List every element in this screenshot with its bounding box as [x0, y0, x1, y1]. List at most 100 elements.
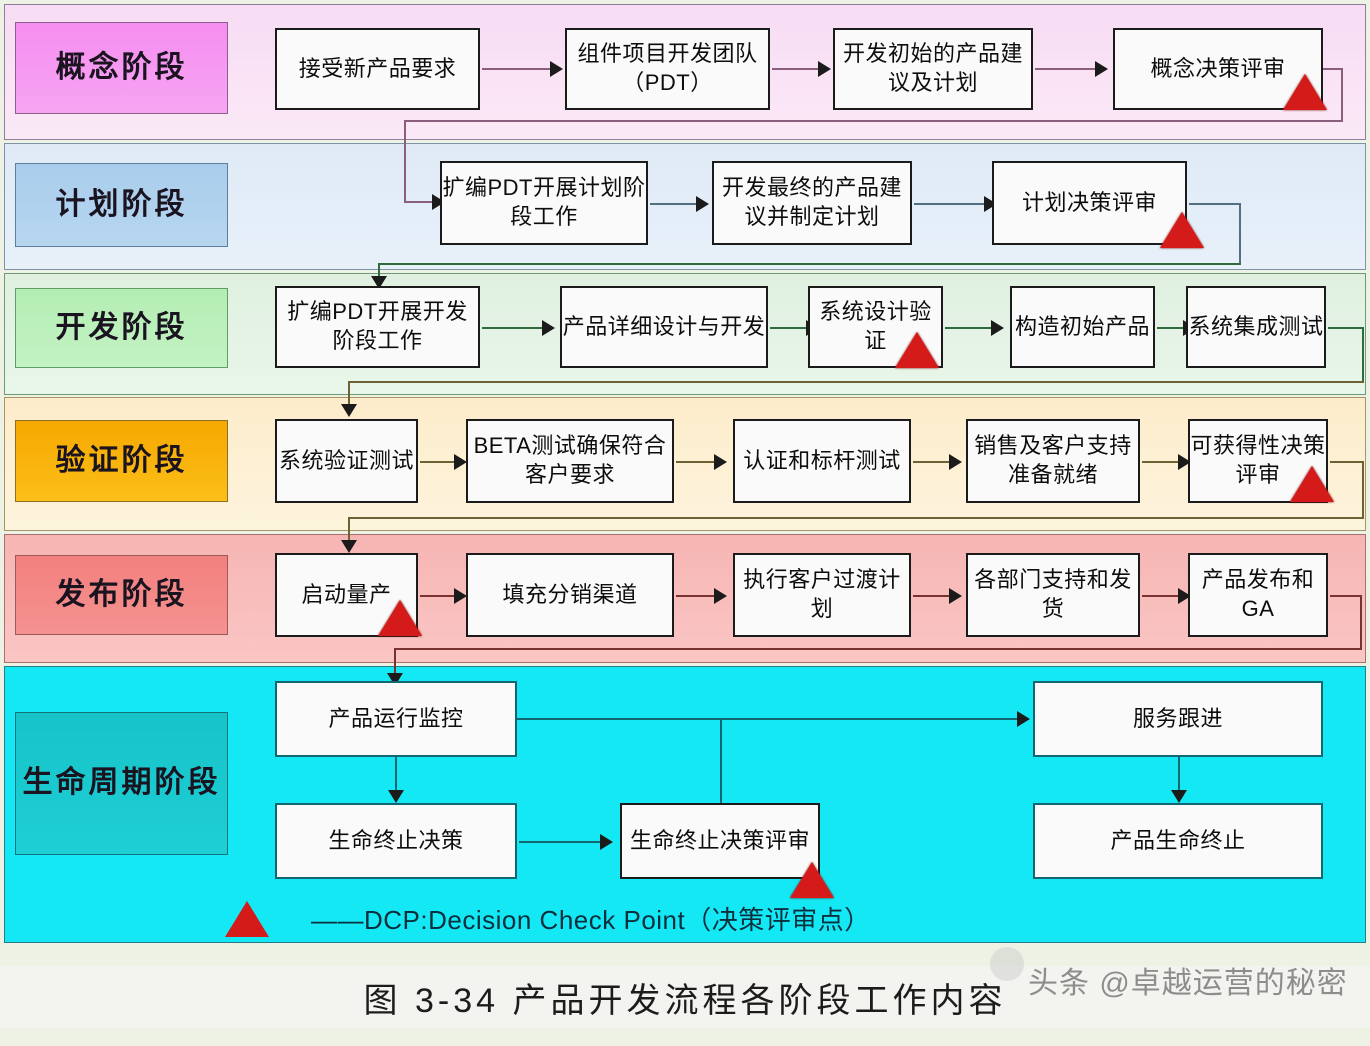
watermark: 头条 @卓越运营的秘密	[990, 947, 1348, 1002]
connector-concept-to-plan-h	[404, 120, 1343, 122]
connector-concept-1-2	[482, 68, 552, 70]
arrow-concept-1-2	[550, 61, 563, 77]
connector-concept-to-plan-enter	[404, 201, 434, 203]
node-lifecycle-4[interactable]: 生命终止决策评审	[620, 803, 820, 879]
connector-develop-to-verify-v	[348, 381, 350, 407]
connector-verify-out-a	[1330, 461, 1364, 463]
connector-develop-out-a	[1328, 327, 1364, 329]
arrow-lifecycle-eol-to-review	[600, 834, 613, 850]
connector-plan-out-a	[1189, 203, 1241, 205]
connector-lifecycle-service-to-eop	[1178, 757, 1180, 794]
node-lifecycle-3[interactable]: 生命终止决策	[275, 803, 517, 879]
node-concept-2[interactable]: 组件项目开发团队（PDT）	[565, 28, 770, 110]
node-lifecycle-2[interactable]: 服务跟进	[1033, 681, 1323, 757]
legend-dcp: ——DCP:Decision Check Point（决策评审点）	[225, 900, 871, 937]
dcp-marker-icon-develop	[895, 332, 939, 368]
arrow-lifecycle-monitor-to-service	[1017, 711, 1030, 727]
stage-label-develop: 开发阶段	[15, 288, 228, 368]
connector-verify-1-2	[420, 461, 456, 463]
stage-label-verify: 验证阶段	[15, 420, 228, 502]
connector-develop-3-4	[945, 327, 993, 329]
connector-lifecycle-monitor-to-service	[517, 718, 1019, 720]
node-plan-1[interactable]: 扩编PDT开展计划阶段工作	[440, 161, 648, 245]
node-concept-3[interactable]: 开发初始的产品建议及计划	[833, 28, 1033, 110]
node-release-2[interactable]: 填充分销渠道	[466, 553, 674, 637]
connector-concept-3-4	[1035, 68, 1097, 70]
connector-plan-out-b	[1239, 203, 1241, 265]
node-concept-1[interactable]: 接受新产品要求	[275, 28, 480, 110]
node-release-3[interactable]: 执行客户过渡计划	[733, 553, 911, 637]
arrow-verify-4-5	[1178, 454, 1191, 470]
connector-plan-2-3	[914, 203, 986, 205]
node-lifecycle-5[interactable]: 产品生命终止	[1033, 803, 1323, 879]
connector-release-4-5	[1142, 595, 1180, 597]
node-verify-1[interactable]: 系统验证测试	[275, 419, 418, 503]
dcp-marker-icon-legend	[225, 900, 269, 937]
figure-caption: 图 3-34 产品开发流程各阶段工作内容	[363, 981, 1007, 1020]
connector-verify-3-4	[913, 461, 951, 463]
arrow-plan-to-develop	[371, 276, 387, 289]
arrow-release-3-4	[949, 588, 962, 604]
connector-verify-to-release-h	[348, 517, 1364, 519]
node-plan-2[interactable]: 开发最终的产品建议并制定计划	[712, 161, 912, 245]
connector-lifecycle-branch-to-eol-review	[720, 718, 722, 806]
connector-develop-to-verify-h	[348, 381, 1364, 383]
node-verify-2[interactable]: BETA测试确保符合客户要求	[466, 419, 674, 503]
connector-verify-to-release-v	[348, 517, 350, 542]
arrow-develop-1-2	[542, 320, 555, 336]
connector-concept-out-b	[1341, 68, 1343, 122]
connector-plan-1-2	[650, 203, 698, 205]
arrow-verify-2-3	[714, 454, 727, 470]
arrow-concept-2-3	[818, 61, 831, 77]
stage-label-lifecycle: 生命周期阶段	[15, 712, 228, 855]
node-verify-4[interactable]: 销售及客户支持准备就绪	[966, 419, 1140, 503]
connector-lifecycle-monitor-to-eol	[395, 757, 397, 794]
node-develop-1[interactable]: 扩编PDT开展开发阶段工作	[275, 286, 480, 368]
arrow-release-1-2	[454, 588, 467, 604]
connector-verify-out-b	[1362, 461, 1364, 519]
connector-concept-out-a	[1323, 68, 1343, 70]
connector-release-to-lifecycle-h	[394, 648, 1362, 650]
node-plan-3[interactable]: 计划决策评审	[992, 161, 1187, 245]
connector-concept-to-plan-v	[404, 120, 406, 203]
dcp-marker-icon-lifecycle	[790, 862, 834, 898]
node-develop-5[interactable]: 系统集成测试	[1186, 286, 1326, 368]
dcp-marker-icon-plan	[1160, 212, 1204, 248]
arrow-lifecycle-monitor-to-eol	[388, 790, 404, 803]
connector-develop-1-2	[482, 327, 544, 329]
dcp-marker-icon-concept	[1283, 74, 1327, 110]
connector-develop-4-5	[1157, 327, 1185, 329]
connector-verify-4-5	[1142, 461, 1180, 463]
stage-label-plan: 计划阶段	[15, 163, 228, 247]
connector-release-3-4	[913, 595, 951, 597]
arrow-develop-to-verify	[341, 404, 357, 417]
figure-caption-bar: 图 3-34 产品开发流程各阶段工作内容	[0, 966, 1370, 1028]
node-release-5[interactable]: 产品发布和GA	[1188, 553, 1328, 637]
connector-plan-to-develop-v	[378, 263, 380, 279]
connector-develop-2-3	[770, 327, 808, 329]
arrow-release-2-3	[714, 588, 727, 604]
connector-release-to-lifecycle-v	[394, 648, 396, 676]
node-release-4[interactable]: 各部门支持和发货	[966, 553, 1140, 637]
node-lifecycle-1[interactable]: 产品运行监控	[275, 681, 517, 757]
connector-develop-out-b	[1362, 327, 1364, 383]
connector-release-out-a	[1330, 595, 1362, 597]
connector-release-1-2	[420, 595, 456, 597]
connector-concept-2-3	[772, 68, 820, 70]
stage-label-concept: 概念阶段	[15, 22, 228, 114]
connector-lifecycle-eol-to-review	[519, 841, 602, 843]
node-release-1[interactable]: 启动量产	[275, 553, 418, 637]
arrow-verify-1-2	[454, 454, 467, 470]
arrow-develop-3-4	[991, 320, 1004, 336]
node-develop-2[interactable]: 产品详细设计与开发	[560, 286, 768, 368]
node-develop-4[interactable]: 构造初始产品	[1010, 286, 1155, 368]
node-verify-3[interactable]: 认证和标杆测试	[733, 419, 911, 503]
connector-release-out-b	[1360, 595, 1362, 650]
connector-plan-to-develop-h	[378, 263, 1241, 265]
stage-label-release: 发布阶段	[15, 555, 228, 635]
arrow-release-4-5	[1178, 588, 1191, 604]
arrow-verify-3-4	[949, 454, 962, 470]
connector-release-2-3	[676, 595, 716, 597]
dcp-marker-icon-release	[378, 600, 422, 636]
toutiao-logo-icon	[990, 947, 1024, 981]
